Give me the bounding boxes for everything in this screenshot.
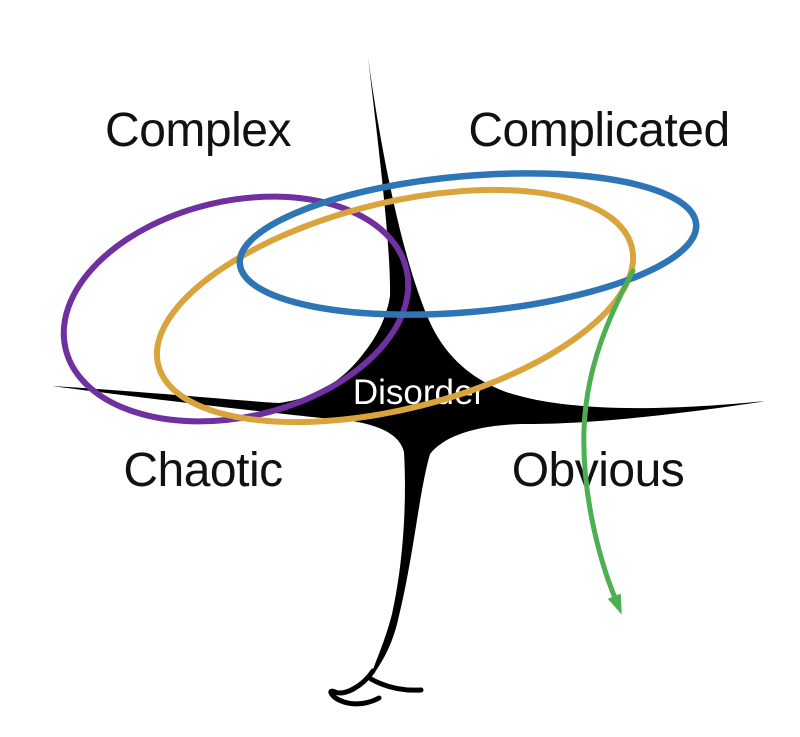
label-obvious: Obvious bbox=[512, 444, 685, 497]
blue-ellipse bbox=[236, 170, 700, 318]
divider-shape bbox=[52, 57, 766, 707]
divider-tail-stroke bbox=[368, 676, 424, 693]
label-complicated: Complicated bbox=[468, 104, 729, 157]
label-complex: Complex bbox=[105, 104, 291, 157]
divider-tail-curl bbox=[328, 668, 382, 707]
gold-ellipse bbox=[153, 186, 637, 426]
divider-main-path bbox=[52, 57, 766, 680]
purple-ellipse bbox=[60, 193, 412, 425]
label-chaotic: Chaotic bbox=[123, 444, 282, 497]
green-arrow bbox=[581, 268, 636, 615]
